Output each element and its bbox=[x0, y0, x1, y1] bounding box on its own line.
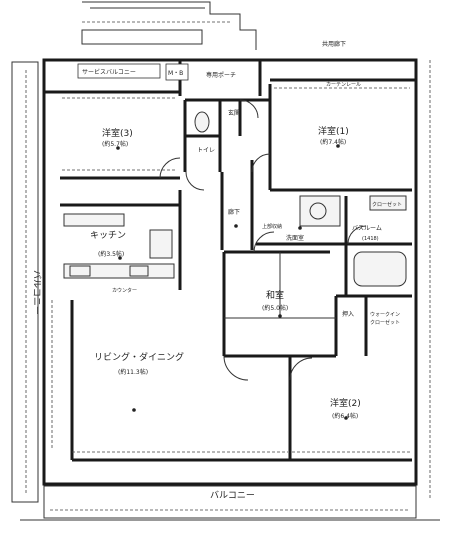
label-balcony-left: バルコニー bbox=[31, 270, 42, 315]
label-western2-area: (約6.4帖) bbox=[332, 412, 358, 420]
label-western3-area: (約5.7帖) bbox=[102, 140, 128, 148]
curtain-rails bbox=[51, 87, 410, 453]
label-western3: 洋室(3) bbox=[102, 127, 133, 139]
top-structure bbox=[81, 1, 257, 50]
label-walkin2: クローゼット bbox=[370, 319, 400, 326]
label-western1: 洋室(1) bbox=[318, 125, 349, 137]
doors bbox=[159, 99, 367, 381]
interior-walls bbox=[60, 84, 412, 462]
label-counter: カウンター bbox=[112, 287, 137, 294]
label-bath: バスルーム bbox=[352, 225, 382, 232]
label-balcony-bottom: バルコニー bbox=[210, 490, 255, 501]
label-closet-in: 押入 bbox=[342, 310, 354, 318]
label-japanese-area: (約5.0帖) bbox=[262, 304, 288, 312]
label-box-service-balcony bbox=[77, 63, 161, 79]
light-points bbox=[116, 144, 348, 420]
label-kitchen: キッチン bbox=[90, 230, 126, 241]
label-closet: クローゼット bbox=[372, 201, 402, 208]
label-hallway: 廊下 bbox=[228, 208, 240, 216]
label-walkin: ウォークイン bbox=[370, 311, 400, 318]
label-japanese: 和室 bbox=[266, 289, 284, 301]
label-kitchen-area: (約3.5帖) bbox=[98, 250, 124, 258]
kitchen-fixtures bbox=[63, 213, 175, 279]
label-service-balcony: サービスバルコニー bbox=[82, 68, 136, 76]
label-bath-size: (1418) bbox=[362, 236, 379, 242]
bath-fixtures bbox=[299, 195, 407, 287]
label-western2: 洋室(2) bbox=[330, 397, 361, 409]
label-toilet: トイレ bbox=[197, 147, 215, 154]
label-living-area: (約11.3帖) bbox=[118, 368, 148, 376]
label-western1-area: (約7.4帖) bbox=[320, 138, 346, 146]
label-curtain: カーテンレール bbox=[326, 82, 361, 88]
label-corridor: 共用廊下 bbox=[322, 40, 346, 48]
label-wash: 洗面室 bbox=[286, 234, 304, 242]
label-box-mb bbox=[165, 63, 189, 81]
bottom-balcony bbox=[20, 485, 440, 521]
outer-walls bbox=[42, 58, 418, 486]
label-living: リビング・ダイニング bbox=[94, 351, 184, 363]
label-mb: M・B bbox=[168, 70, 183, 77]
label-storage: 上部収納 bbox=[262, 223, 282, 230]
label-entrance: 玄関 bbox=[228, 109, 240, 117]
left-balcony bbox=[11, 61, 39, 503]
label-private-porch: 専用ポーチ bbox=[206, 71, 236, 79]
tatami bbox=[224, 252, 336, 319]
toilet-fixture bbox=[194, 111, 210, 133]
